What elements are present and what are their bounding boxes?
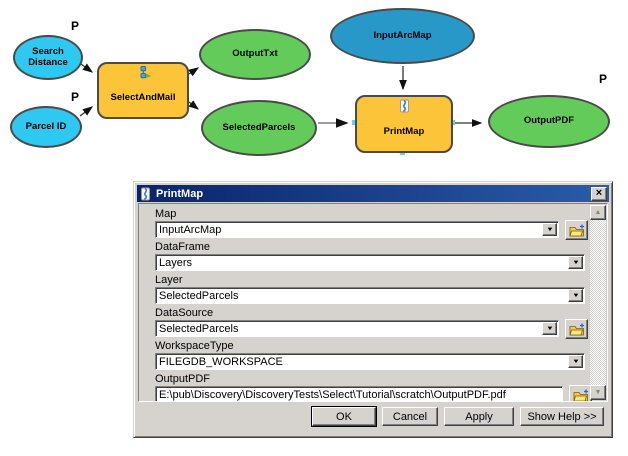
chevron-down-icon: ▼ bbox=[545, 226, 554, 233]
apply-button[interactable]: Apply bbox=[444, 407, 514, 426]
combo-value: SelectedParcels bbox=[159, 322, 239, 335]
browse-button[interactable] bbox=[565, 319, 588, 339]
script-icon bbox=[141, 187, 150, 200]
dropdown-button[interactable]: ▼ bbox=[542, 322, 557, 335]
node-label: SelectAndMail bbox=[110, 91, 176, 103]
field-label: DataFrame bbox=[155, 241, 211, 253]
model-diagram: Search Distance P Parcel ID P SelectAndM… bbox=[0, 0, 628, 178]
field-row-datasource: DataSource SelectedParcels ▼ bbox=[155, 307, 607, 339]
parameter-marker: P bbox=[599, 72, 608, 86]
dialog-titlebar[interactable]: PrintMap × bbox=[137, 185, 609, 202]
chevron-down-icon: ▼ bbox=[545, 325, 554, 332]
node-label: Search Distance bbox=[28, 45, 68, 68]
browse-button[interactable] bbox=[565, 220, 588, 240]
field-label: DataSource bbox=[155, 307, 214, 319]
node-input-arc-map[interactable]: InputArcMap bbox=[330, 8, 475, 64]
node-search-distance[interactable]: Search Distance bbox=[13, 35, 83, 80]
parameter-marker: P bbox=[71, 19, 80, 33]
dropdown-button[interactable]: ▼ bbox=[542, 223, 557, 236]
input-value: E:\pub\Discovery\DiscoveryTests\Select\T… bbox=[159, 388, 506, 401]
node-label: OutputPDF bbox=[523, 115, 575, 127]
connection-handle bbox=[352, 120, 357, 125]
combo-value: FILEGDB_WORKSPACE bbox=[159, 355, 283, 368]
field-row-workspacetype: WorkspaceType FILEGDB_WORKSPACE ▼ bbox=[155, 340, 607, 370]
combo-value: SelectedParcels bbox=[159, 289, 239, 302]
scroll-up-button[interactable]: ▲ bbox=[590, 205, 606, 220]
node-parcel-id[interactable]: Parcel ID bbox=[10, 106, 82, 148]
edge-parcelid-selectandmail[interactable] bbox=[79, 106, 94, 117]
field-label: Map bbox=[155, 208, 177, 220]
layer-combobox[interactable]: SelectedParcels ▼ bbox=[155, 287, 585, 304]
parameter-panel: Map InputArcMap ▼ bbox=[138, 203, 608, 402]
combo-value: InputArcMap bbox=[159, 223, 222, 236]
field-row-map: Map InputArcMap ▼ bbox=[155, 208, 607, 240]
cancel-button[interactable]: Cancel bbox=[382, 407, 438, 426]
field-label: WorkspaceType bbox=[155, 340, 234, 352]
show-help-button[interactable]: Show Help >> bbox=[520, 407, 604, 426]
node-label: OutputTxt bbox=[232, 48, 278, 60]
edge-searchdistance-selectandmail[interactable] bbox=[80, 63, 94, 73]
open-folder-icon bbox=[568, 224, 584, 236]
node-select-and-mail[interactable]: SelectAndMail bbox=[97, 62, 189, 119]
dialog-title: PrintMap bbox=[156, 187, 204, 200]
workspacetype-combobox[interactable]: FILEGDB_WORKSPACE ▼ bbox=[155, 353, 585, 370]
dropdown-button[interactable]: ▼ bbox=[568, 256, 583, 269]
arrow-up-icon: ▲ bbox=[594, 209, 602, 216]
node-label: SelectedParcels bbox=[222, 121, 296, 133]
vertical-scrollbar[interactable]: ▲ ▼ bbox=[590, 205, 606, 400]
node-label: PrintMap bbox=[383, 125, 425, 137]
dialog-button-row: OK Cancel Apply Show Help >> bbox=[311, 406, 604, 427]
open-folder-icon bbox=[572, 389, 588, 401]
map-combobox[interactable]: InputArcMap ▼ bbox=[155, 221, 559, 238]
outputpdf-input[interactable]: E:\pub\Discovery\DiscoveryTests\Select\T… bbox=[155, 386, 563, 401]
chevron-down-icon: ▼ bbox=[571, 259, 580, 266]
dropdown-button[interactable]: ▼ bbox=[568, 355, 583, 368]
node-label: InputArcMap bbox=[373, 29, 432, 41]
node-output-txt[interactable]: OutputTxt bbox=[199, 29, 311, 80]
dropdown-button[interactable]: ▼ bbox=[568, 289, 583, 302]
chevron-down-icon: ▼ bbox=[571, 292, 580, 299]
field-label: OutputPDF bbox=[155, 373, 211, 385]
scroll-down-button[interactable]: ▼ bbox=[590, 385, 606, 400]
close-icon[interactable]: × bbox=[591, 186, 607, 201]
field-row-outputpdf: OutputPDF E:\pub\Discovery\DiscoveryTest… bbox=[155, 373, 607, 401]
chevron-down-icon: ▼ bbox=[571, 358, 580, 365]
field-row-dataframe: DataFrame Layers ▼ bbox=[155, 241, 607, 271]
printmap-dialog: PrintMap × Map InputArcMap ▼ bbox=[133, 181, 613, 438]
node-print-map[interactable]: PrintMap bbox=[355, 95, 453, 153]
node-selected-parcels[interactable]: SelectedParcels bbox=[201, 100, 317, 156]
node-output-pdf[interactable]: OutputPDF bbox=[488, 95, 610, 148]
ok-button[interactable]: OK bbox=[311, 406, 377, 427]
field-label: Layer bbox=[155, 274, 183, 286]
open-folder-icon bbox=[568, 323, 584, 335]
dataframe-combobox[interactable]: Layers ▼ bbox=[155, 254, 585, 271]
edge-selectandmail-selectedparcels[interactable] bbox=[188, 100, 200, 110]
node-label: Parcel ID bbox=[25, 120, 67, 132]
script-icon bbox=[399, 99, 409, 113]
browse-button[interactable] bbox=[569, 385, 592, 401]
parameter-marker: P bbox=[71, 90, 80, 104]
edge-selectandmail-outputtxt[interactable] bbox=[188, 67, 200, 77]
combo-value: Layers bbox=[159, 256, 193, 269]
connector-edges bbox=[79, 63, 483, 155]
field-row-layer: Layer SelectedParcels ▼ bbox=[155, 274, 607, 304]
model-icon bbox=[140, 66, 151, 79]
datasource-combobox[interactable]: SelectedParcels ▼ bbox=[155, 320, 559, 337]
arrow-down-icon: ▼ bbox=[594, 389, 602, 396]
